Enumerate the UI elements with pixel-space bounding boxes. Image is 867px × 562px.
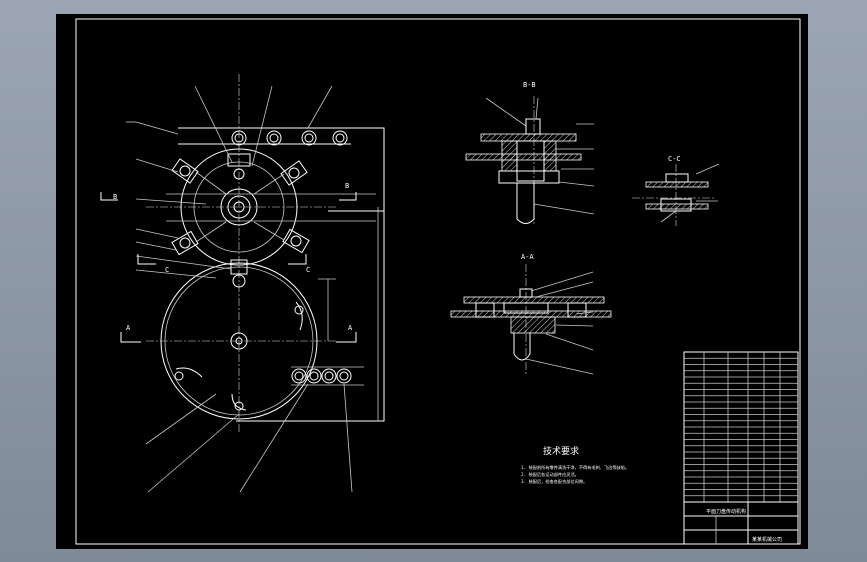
tech-note-3: 3. 装配后，检查各配合部位间隙。: [521, 478, 587, 485]
cut-marker-b-left: B: [113, 193, 117, 201]
title-block-name: 平面刀盘传动机构: [706, 508, 746, 515]
assembly-drawing: B B C C A A: [75, 18, 801, 545]
title-block-company: 某某机械公司: [752, 536, 782, 543]
cut-marker-a-left: A: [126, 324, 131, 332]
tech-note-2: 2. 装配后各运动部件应灵活。: [521, 471, 579, 478]
section-cc-label: C-C: [668, 155, 681, 163]
main-view: B B C C A A: [100, 74, 385, 493]
cut-marker-b-right: B: [345, 182, 349, 190]
section-bb-label: B-B: [523, 81, 536, 89]
tech-note-1: 1. 装配前所有零件清洗干净，不得有毛刺、飞边等缺陷。: [521, 464, 629, 471]
drawing-border: [75, 18, 801, 545]
section-cc-view: C-C: [632, 155, 720, 226]
section-aa-view: A-A: [450, 253, 612, 375]
section-aa-label: A-A: [521, 253, 534, 261]
tech-requirements-title: 技术要求: [543, 445, 579, 457]
title-block: 平面刀盘传动机构 某某机械公司: [683, 351, 799, 545]
cut-marker-c-right: C: [306, 266, 310, 274]
technical-requirements: 技术要求 1. 装配前所有零件清洗干净，不得有毛刺、飞边等缺陷。 2. 装配后各…: [521, 445, 629, 485]
drawing-sheet: B B C C A A: [56, 14, 808, 549]
cut-marker-c-left: C: [165, 266, 169, 274]
cut-marker-a-right: A: [348, 324, 353, 332]
section-bb-view: B-B: [465, 81, 595, 224]
